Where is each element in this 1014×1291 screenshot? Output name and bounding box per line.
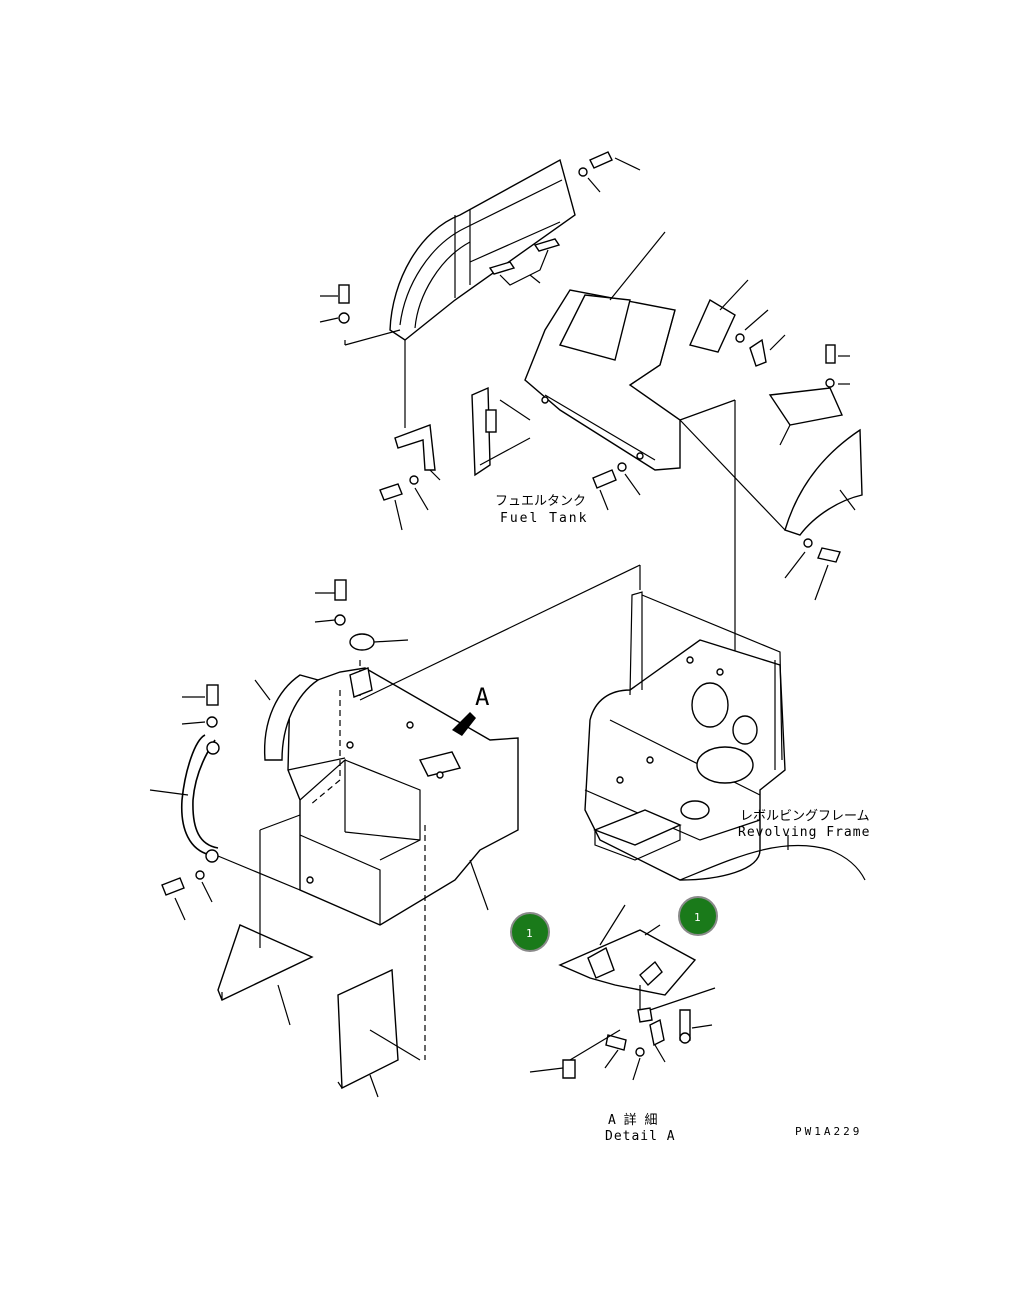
marker-1-right-label: 1 [694,911,701,924]
bolt [578,151,641,193]
marker-1-left-label: 1 [526,927,533,940]
drawing-code: PW1A229 [795,1125,862,1138]
bracket-pad [768,344,850,446]
bolt [161,870,213,921]
detail-ref-label: A [475,683,490,711]
cap [349,633,409,651]
plate [689,279,786,367]
rubber-seal [254,674,320,761]
bolt [592,462,641,511]
revolving-frame-label-jp: レボルビングフレーム [740,809,870,824]
pipe [149,734,220,863]
bolt [379,475,429,531]
detail-a-label: A 詳 細 Detail A [605,1112,676,1144]
detail-a-assembly [529,904,716,1081]
rear-cover [524,231,681,471]
fuel-tank-label: フュエルタンク Fuel Tank [495,494,588,526]
fuel-tank-label-jp: フュエルタンク [495,494,586,509]
fuel-tank-label-en: Fuel Tank [500,511,588,526]
bolt [181,684,219,728]
side-panel [784,428,863,536]
detail-a-label-jp: A 詳 細 [608,1112,657,1128]
revolving-frame [584,591,866,881]
small-pads [488,238,561,286]
bolt [784,538,841,601]
bolt [314,579,347,626]
bracket [394,424,441,481]
marker-1-right[interactable]: 1 [678,896,718,936]
marker-1-right-circle [678,896,718,936]
detail-a-arrow: A [452,683,490,736]
pad-1 [217,814,314,1026]
curved-side-cover [389,158,576,341]
detail-a-label-en: Detail A [605,1129,676,1144]
fuel-tank-bracket [471,386,531,477]
pad-2 [337,968,421,1098]
revolving-frame-label-en: Revolving Frame [738,825,870,840]
revolving-frame-label: レボルビングフレーム Revolving Frame [738,809,870,840]
bolt [319,284,350,324]
marker-1-left[interactable]: 1 [510,912,550,952]
marker-1-left-circle [510,912,550,952]
